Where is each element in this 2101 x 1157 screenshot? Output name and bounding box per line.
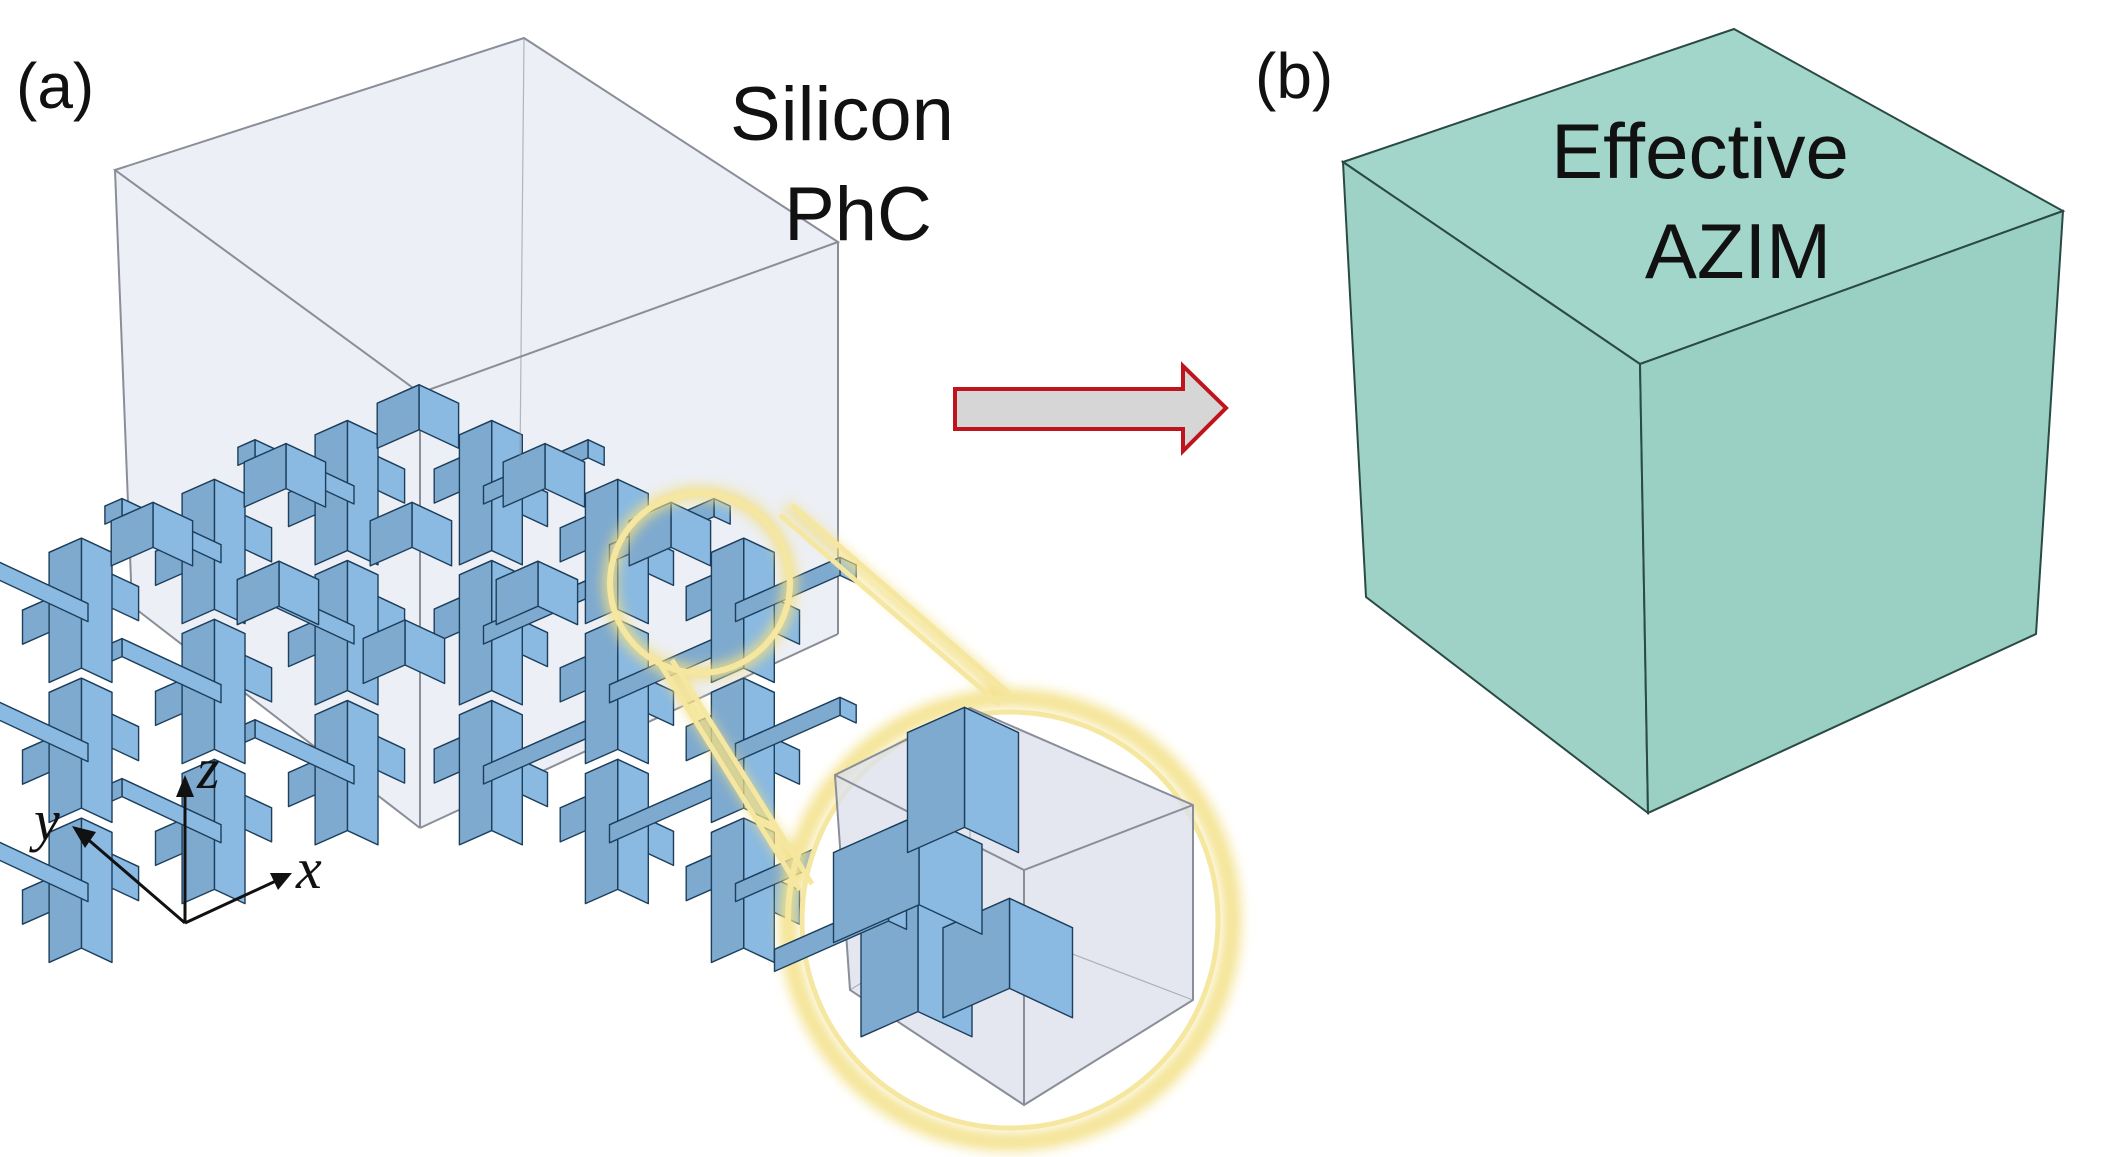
enclosure-hidden-edge [519, 37, 525, 461]
effective-title-line2: AZIM [1645, 207, 1831, 295]
effective-cube [1340, 27, 2066, 816]
lattice-post-1 [314, 699, 379, 846]
lattice-top-pillar-56 [110, 501, 194, 567]
silicon-phc-lattice [0, 384, 857, 964]
lattice-top-pillar-55 [243, 442, 327, 508]
panel-b-label: (b) [1255, 40, 1333, 112]
coordinate-axes [72, 775, 292, 925]
lattice-stub-50 [734, 696, 857, 763]
lattice-top-pillar-61 [495, 560, 579, 626]
phc-title-line2: PhC [784, 172, 932, 257]
effective-title-line1: Effective [1551, 107, 1849, 195]
unit-cell-right-block [942, 897, 1074, 1019]
lens-connector-upper [778, 513, 1002, 707]
source-highlight-circle [607, 490, 793, 676]
y-axis-label: y [29, 788, 60, 853]
z-axis-arrowhead [176, 775, 194, 797]
x-axis-line [184, 878, 279, 925]
effective-cube-right [1638, 209, 2065, 815]
lattice-top-pillar-54 [376, 384, 460, 449]
lattice-stub-20 [0, 841, 89, 903]
x-axis-arrowhead [270, 873, 292, 890]
lattice-stub-26 [0, 561, 89, 623]
unit-cell-silicon [773, 706, 1074, 1038]
lattice-post-13 [181, 618, 246, 765]
z-axis-label: z [196, 736, 220, 801]
panel-a-label: (a) [16, 50, 94, 122]
unit-cell-zoom [773, 706, 1194, 1107]
lattice-top-pillar-60 [628, 501, 712, 567]
lens-connector-upper-2 [790, 503, 1014, 698]
arrow-shape [953, 361, 1229, 456]
lens-connector-lower-2 [669, 658, 815, 886]
lens-connector-lower [657, 662, 803, 892]
lattice-top-pillar-58 [369, 501, 453, 567]
panel-b: (b) Effective AZIM [1255, 27, 2066, 816]
x-axis-label: x [295, 836, 322, 901]
panel-a: (a) Silicon PhC [0, 36, 1241, 1151]
lattice-top-pillar-59 [236, 560, 320, 626]
zoom-lens-outer [785, 695, 1235, 1145]
y-axis-line [83, 834, 186, 925]
lattice-top-pillar-57 [502, 442, 586, 508]
unit-cell-top-post [906, 706, 1020, 854]
phc-title-line1: Silicon [730, 72, 954, 157]
lattice-stub-23 [0, 701, 89, 763]
transform-arrow [953, 361, 1229, 456]
lattice-top-pillar-62 [362, 619, 446, 685]
y-axis-arrowhead [72, 826, 96, 848]
